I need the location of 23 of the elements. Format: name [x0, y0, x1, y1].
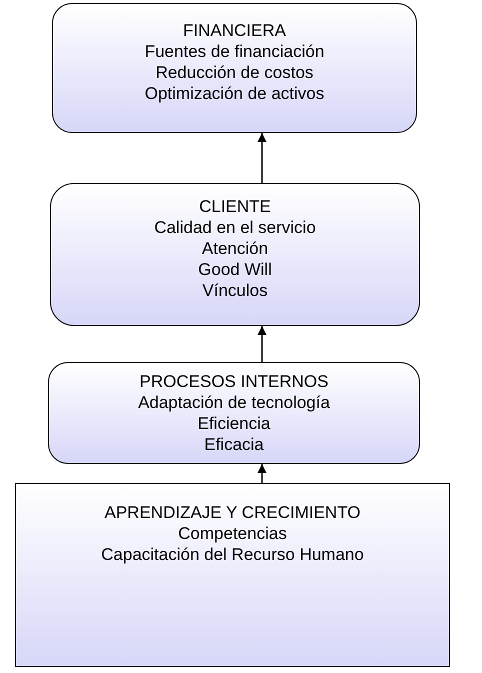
perspective-item: Calidad en el servicio [154, 217, 316, 238]
arrow [258, 464, 266, 483]
perspective-box [15, 483, 450, 667]
perspective-item: Capacitación del Recurso Humano [101, 544, 364, 565]
perspective-item: Vínculos [202, 280, 268, 301]
perspective-box [52, 3, 417, 133]
arrow [258, 326, 266, 362]
perspective-item: Competencias [178, 523, 287, 544]
perspective-item: Eficacia [204, 434, 264, 455]
perspective-heading: CLIENTE [199, 196, 271, 217]
perspective-heading: FINANCIERA [183, 20, 286, 41]
perspective-item: Adaptación de tecnología [138, 392, 330, 413]
perspective-box [50, 183, 420, 326]
perspective-item: Atención [202, 238, 268, 259]
perspective-item: Reducción de costos [156, 62, 314, 83]
perspective-item: Eficiencia [198, 413, 270, 434]
perspective-item: Good Will [198, 259, 272, 280]
perspective-heading: PROCESOS INTERNOS [140, 371, 328, 392]
arrow [258, 133, 266, 183]
perspective-heading: APRENDIZAJE Y CRECIMIENTO [104, 502, 360, 523]
perspective-item: Optimización de activos [144, 83, 324, 104]
perspective-box [48, 362, 420, 464]
perspective-item: Fuentes de financiación [144, 41, 324, 62]
